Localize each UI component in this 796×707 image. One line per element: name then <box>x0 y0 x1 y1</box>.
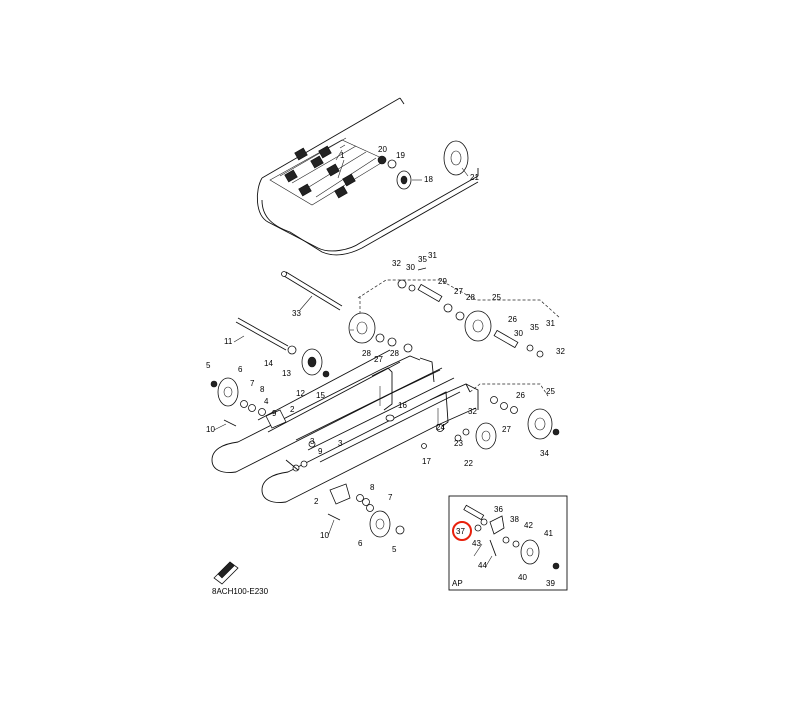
callout-43: 43 <box>472 539 481 548</box>
callout-42: 42 <box>524 521 533 530</box>
callout-35: 35 <box>418 255 427 264</box>
callout-18: 18 <box>424 175 433 184</box>
callout-3a: 3 <box>338 439 343 448</box>
ap-box-label: AP <box>452 579 463 588</box>
callout-2b: 2 <box>314 497 319 506</box>
callout-8a: 8 <box>260 385 265 394</box>
callout-41: 41 <box>544 529 553 538</box>
front-axle-11 <box>235 317 289 351</box>
callout-19: 19 <box>396 151 405 160</box>
callout-32c: 32 <box>556 347 565 356</box>
callout-9a: 9 <box>272 409 277 418</box>
callout-25b: 25 <box>546 387 555 396</box>
callout-10b: 10 <box>320 531 329 540</box>
idler-wheel-21 <box>443 140 469 176</box>
callout-8b: 8 <box>370 483 375 492</box>
callout-26b: 26 <box>516 391 525 400</box>
callout-27c: 27 <box>374 355 383 364</box>
callout-7a: 7 <box>250 379 255 388</box>
callout-11: 11 <box>224 337 233 346</box>
callout-24: 24 <box>436 423 445 432</box>
spacer-29 <box>417 283 519 349</box>
rear-wheel-25-left <box>348 312 376 344</box>
callout-31b: 31 <box>546 319 555 328</box>
callout-10a: 10 <box>206 425 215 434</box>
callout-5b: 5 <box>392 545 397 554</box>
ap-parts <box>463 504 560 570</box>
callout-32b: 32 <box>468 407 477 416</box>
callout-37: 37 <box>456 527 465 536</box>
rear-axle-33 <box>281 271 343 311</box>
callout-23: 23 <box>454 439 463 448</box>
callout-1: 1 <box>340 151 345 160</box>
callout-33: 33 <box>292 309 301 318</box>
wheel-6-lower <box>369 510 391 538</box>
callout-17: 17 <box>422 457 431 466</box>
callout-26: 26 <box>508 315 517 324</box>
callout-29: 29 <box>438 277 447 286</box>
callout-3b: 3 <box>310 437 315 446</box>
callout-21: 21 <box>470 173 479 182</box>
slide-rail-frame <box>211 349 479 503</box>
callout-15: 15 <box>316 391 325 400</box>
callout-4: 4 <box>264 397 269 406</box>
callout-13: 13 <box>282 369 291 378</box>
track-belt <box>256 97 479 256</box>
leader-lines <box>213 159 493 567</box>
callout-32: 32 <box>392 259 401 268</box>
callout-30: 30 <box>406 263 415 272</box>
callout-35b: 35 <box>530 323 539 332</box>
figure-code: 8ACH100-E230 <box>212 587 269 596</box>
callout-38: 38 <box>510 515 519 524</box>
callout-5a: 5 <box>206 361 211 370</box>
callout-7b: 7 <box>388 493 393 502</box>
tool-kit-icon <box>213 561 239 585</box>
callout-2a: 2 <box>290 405 295 414</box>
callout-30b: 30 <box>514 329 523 338</box>
wheel-6-front <box>217 377 239 407</box>
callout-31: 31 <box>428 251 437 260</box>
wheel-25-right <box>527 408 553 440</box>
wheel-12 <box>301 348 323 376</box>
callout-6b: 6 <box>358 539 363 548</box>
callout-20: 20 <box>378 145 387 154</box>
callout-28b: 28 <box>362 349 371 358</box>
nut-20-19 <box>377 155 397 169</box>
wheel-22 <box>475 422 497 450</box>
callout-27: 27 <box>454 287 463 296</box>
callout-14: 14 <box>264 359 273 368</box>
callout-28c: 28 <box>390 349 399 358</box>
callout-36: 36 <box>494 505 503 514</box>
callout-34: 34 <box>540 449 549 458</box>
callout-44: 44 <box>478 561 487 570</box>
callout-6a: 6 <box>238 365 243 374</box>
ap-inset-box <box>448 495 568 591</box>
callout-40: 40 <box>518 573 527 582</box>
callout-12: 12 <box>296 389 305 398</box>
callout-28: 28 <box>466 293 475 302</box>
rear-wheel-25-mid <box>464 310 492 342</box>
callout-39: 39 <box>546 579 555 588</box>
callout-22: 22 <box>464 459 473 468</box>
highlight-circle-37 <box>452 521 472 541</box>
bearing-18 <box>396 170 412 190</box>
callout-27b: 27 <box>502 425 511 434</box>
callout-16: 16 <box>398 401 407 410</box>
callout-25a: 25 <box>492 293 501 302</box>
callout-9b: 9 <box>318 447 323 456</box>
callout-labels: 1 20 19 18 21 32 30 35 31 29 33 27 28 25… <box>206 145 565 588</box>
